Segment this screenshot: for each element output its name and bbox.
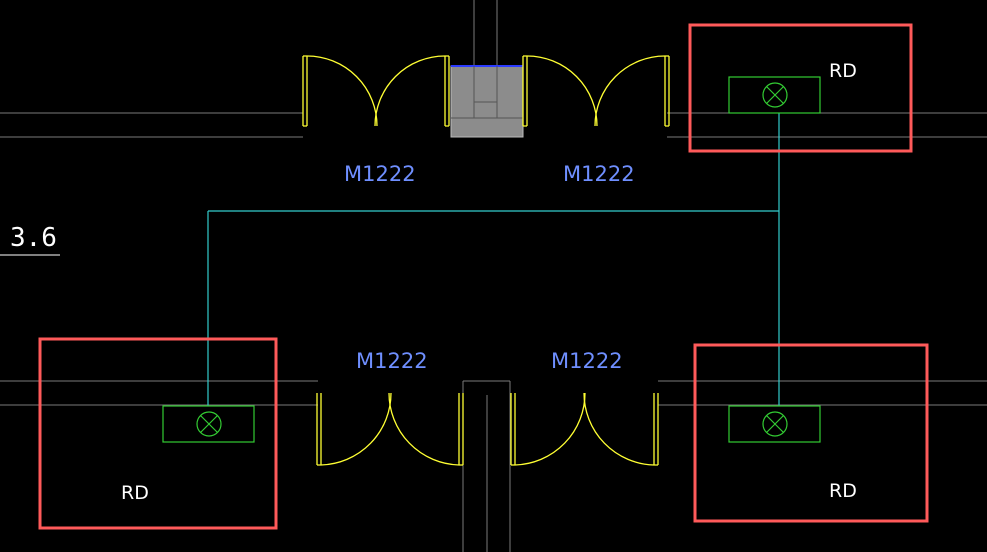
fixture-label: RD <box>121 482 149 504</box>
fixture-bottom-right[interactable]: RD <box>693 343 929 523</box>
level-mark: 3.6 <box>0 223 60 256</box>
crossed-circle-light-icon <box>762 82 788 108</box>
highlight-box <box>693 343 929 523</box>
door-label-top-right: M1222 <box>563 162 635 186</box>
fixture-label: RD <box>829 60 857 82</box>
door-top-left[interactable] <box>302 55 450 127</box>
fixture-bottom-left[interactable]: RD <box>38 337 278 530</box>
door-label-bottom-left: M1222 <box>356 349 428 373</box>
highlight-box <box>688 23 913 153</box>
door-bottom-right[interactable] <box>510 392 659 466</box>
crossed-circle-light-icon <box>196 411 222 437</box>
crossed-circle-light-icon <box>762 411 788 437</box>
column-block <box>450 65 524 138</box>
level-mark-text: 3.6 <box>10 223 57 253</box>
fixture-label: RD <box>829 480 857 502</box>
door-label-bottom-right: M1222 <box>551 349 623 373</box>
fixture-top-right[interactable]: RD <box>688 23 913 153</box>
wiring <box>207 113 780 406</box>
door-top-right[interactable] <box>522 55 670 127</box>
door-bottom-left[interactable] <box>316 392 464 466</box>
highlight-box <box>38 337 278 530</box>
door-label-top-left: M1222 <box>344 162 416 186</box>
